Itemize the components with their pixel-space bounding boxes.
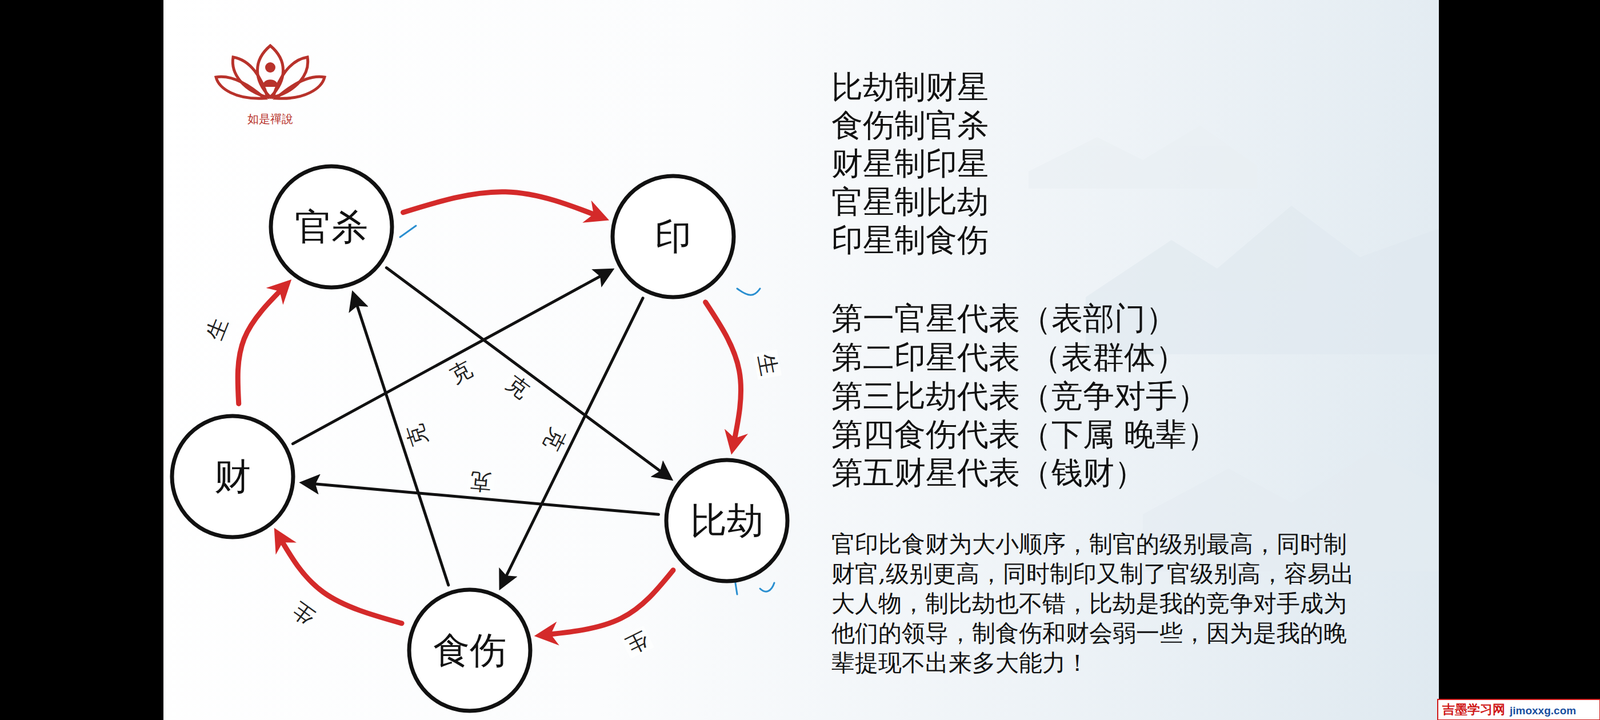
lotus-petal (276, 76, 325, 99)
logo-text: 如是禪說 (213, 112, 328, 126)
circle-shape (409, 589, 531, 711)
lotus-logo (216, 45, 325, 99)
meaning-line: 第三比劫代表（竞争对手） (831, 377, 1209, 415)
edge-label: 克 (466, 468, 496, 495)
rule-line: 官星制比劫 (831, 182, 989, 221)
node-label: 比劫 (690, 500, 764, 541)
generate-arrow (705, 302, 742, 448)
circle-node: 印 (610, 173, 736, 300)
circle-shape (612, 176, 734, 298)
pen-stroke (760, 582, 775, 592)
lotus-petal (232, 57, 268, 98)
circle-node: 官杀 (268, 164, 395, 290)
watermark: jimoxxg.com (1509, 703, 1576, 719)
mountain-shape (1028, 125, 1258, 189)
generate-arrow (402, 192, 603, 218)
control-arrow (292, 270, 611, 444)
watermark: 吉墨学习网 (1442, 701, 1506, 718)
circle-node: 比劫 (664, 457, 790, 584)
circle-shape (666, 460, 788, 582)
lotus-figure (265, 62, 276, 73)
rule-line: 食伤制官杀 (831, 106, 989, 144)
node-label: 官杀 (294, 206, 368, 247)
edge-label: 生 (753, 349, 782, 380)
pen-stroke (737, 288, 760, 295)
generate-arrow (237, 284, 287, 404)
meaning-line: 第五财星代表（钱财） (831, 453, 1146, 492)
circle-shape (172, 416, 294, 538)
circle-node: 财 (169, 413, 296, 540)
watermark-box (1437, 699, 1600, 720)
circle-node: 食伤 (406, 587, 533, 714)
rule-line: 比劫制财星 (831, 68, 989, 106)
lotus-petal (257, 45, 284, 98)
node-label: 印 (654, 216, 692, 257)
generate-arrow (541, 570, 674, 636)
circle-shape (270, 166, 392, 288)
lotus-petal (216, 76, 265, 99)
control-arrow (386, 268, 670, 479)
lotus-petal (273, 57, 308, 98)
pen-stroke (400, 225, 416, 238)
node-label: 食伤 (433, 630, 507, 671)
rule-line: 印星制食伤 (831, 221, 989, 259)
meaning-line: 第二印星代表 （表群体） (831, 338, 1187, 376)
meaning-line: 第一官星代表（表部门） (831, 299, 1178, 338)
meaning-line: 第四食伤代表（下属 晚辈） (831, 415, 1219, 454)
control-arrow (353, 294, 448, 586)
node-label: 财 (214, 456, 251, 497)
lotus-figure (262, 79, 279, 87)
note-paragraph: 官印比食财为大小顺序，制官的级别最高，同时制财官,级别更高，同时制印又制了官级别… (831, 529, 1360, 678)
rule-line: 财星制印星 (831, 144, 989, 183)
